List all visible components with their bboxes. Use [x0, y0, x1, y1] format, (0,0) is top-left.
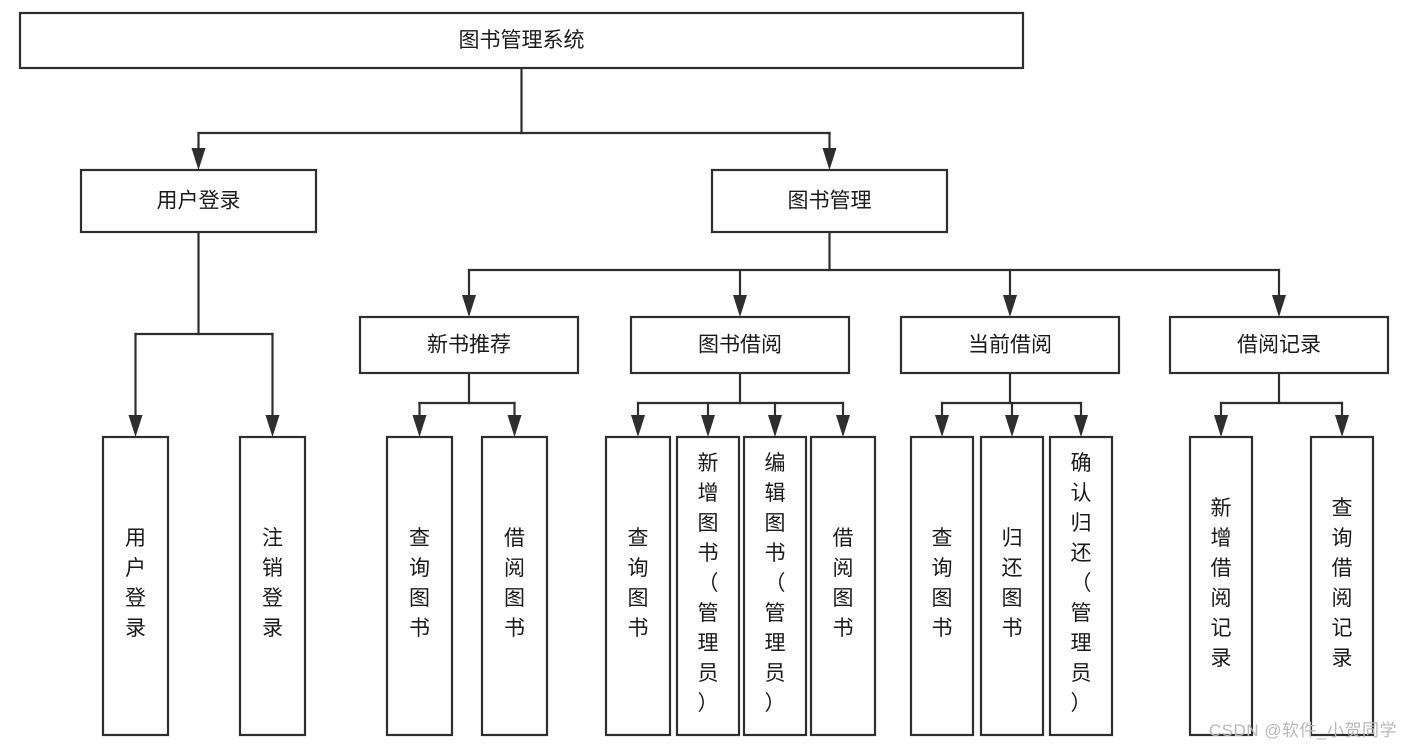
- arrow-head-icon: [1074, 415, 1088, 437]
- node-label: 确认归还（管理员）: [1071, 452, 1092, 715]
- node-label: 借阅记录: [1237, 334, 1321, 357]
- node-box: [18, 11, 1025, 70]
- node-n-user-login[interactable]: 用户登录: [79, 168, 318, 234]
- node-n-book-mgmt[interactable]: 图书管理: [710, 168, 949, 234]
- node-box: [79, 168, 318, 234]
- node-box: [238, 435, 307, 737]
- node-label: 新增图书（管理员）: [698, 452, 719, 715]
- arrow-head-icon: [768, 415, 782, 437]
- arrow-head-icon: [836, 415, 850, 437]
- node-l-query-book-1[interactable]: 查询图书: [385, 435, 454, 737]
- node-box: [604, 435, 672, 737]
- arrow-head-icon: [935, 415, 949, 437]
- arrow-head-icon: [1003, 295, 1017, 317]
- node-l-add-record[interactable]: 新增借阅记录: [1188, 435, 1254, 737]
- node-n-current-borrow[interactable]: 当前借阅: [899, 315, 1121, 375]
- node-l-query-book-2[interactable]: 查询图书: [604, 435, 672, 737]
- node-root[interactable]: 图书管理系统: [18, 11, 1025, 70]
- node-l-borrow-book-1[interactable]: 借阅图书: [480, 435, 549, 737]
- node-label: 当前借阅: [968, 334, 1052, 357]
- node-box: [629, 315, 851, 375]
- node-n-book-borrow[interactable]: 图书借阅: [629, 315, 851, 375]
- node-label: 查询图书: [409, 527, 430, 640]
- node-l-return-book[interactable]: 归还图书: [979, 435, 1045, 737]
- node-label: 新增借阅记录: [1211, 497, 1232, 670]
- node-label: 用户登录: [125, 527, 146, 640]
- arrow-head-icon: [1005, 415, 1019, 437]
- node-layer: 图书管理系统用户登录图书管理新书推荐图书借阅当前借阅借阅记录用户登录注销登录查询…: [18, 11, 1390, 737]
- node-l-query-record[interactable]: 查询借阅记录: [1309, 435, 1375, 737]
- node-box: [809, 435, 877, 737]
- node-label: 借阅图书: [504, 527, 525, 640]
- arrow-head-icon: [128, 415, 143, 437]
- node-label: 用户登录: [157, 190, 241, 213]
- node-label: 新书推荐: [427, 334, 511, 357]
- node-n-borrow-record[interactable]: 借阅记录: [1168, 315, 1390, 375]
- node-label: 图书借阅: [698, 334, 782, 357]
- arrow-head-icon: [412, 415, 427, 437]
- node-box: [675, 435, 741, 737]
- node-box: [1188, 435, 1254, 737]
- arrow-head-icon: [701, 415, 715, 437]
- node-box: [101, 435, 170, 737]
- node-box: [1309, 435, 1375, 737]
- node-box: [358, 315, 580, 375]
- node-box: [1168, 315, 1390, 375]
- node-box: [979, 435, 1045, 737]
- node-label: 图书管理系统: [459, 29, 585, 52]
- node-box: [710, 168, 949, 234]
- node-label: 图书管理: [788, 190, 872, 213]
- csdn-watermark: CSDN @软件_小贺同学: [1208, 721, 1397, 740]
- node-l-query-book-3[interactable]: 查询图书: [909, 435, 975, 737]
- node-box: [480, 435, 549, 737]
- arrow-head-icon: [191, 148, 206, 170]
- node-box: [742, 435, 808, 737]
- node-label: 查询图书: [628, 527, 649, 640]
- node-l-edit-book[interactable]: 编辑图书（管理员）: [742, 435, 808, 737]
- node-label: 注销登录: [262, 527, 283, 640]
- arrow-head-icon: [631, 415, 645, 437]
- arrow-head-icon: [507, 415, 522, 437]
- node-label: 查询图书: [932, 527, 953, 640]
- node-box: [1048, 435, 1114, 737]
- arrow-head-icon: [265, 415, 280, 437]
- arrow-head-icon: [733, 295, 747, 317]
- node-l-borrow-book-2[interactable]: 借阅图书: [809, 435, 877, 737]
- node-box: [385, 435, 454, 737]
- node-label: 归还图书: [1002, 527, 1023, 640]
- node-box: [899, 315, 1121, 375]
- node-n-new-book-rec[interactable]: 新书推荐: [358, 315, 580, 375]
- arrow-head-icon: [1272, 295, 1286, 317]
- arrow-head-icon: [462, 295, 476, 317]
- node-l-confirm-return[interactable]: 确认归还（管理员）: [1048, 435, 1114, 737]
- node-label: 查询借阅记录: [1332, 497, 1353, 670]
- node-l-user-logout[interactable]: 注销登录: [238, 435, 307, 737]
- node-l-user-login[interactable]: 用户登录: [101, 435, 170, 737]
- node-box: [909, 435, 975, 737]
- node-label: 编辑图书（管理员）: [765, 452, 786, 715]
- arrow-head-icon: [822, 148, 837, 170]
- node-l-add-book[interactable]: 新增图书（管理员）: [675, 435, 741, 737]
- node-label: 借阅图书: [833, 527, 854, 640]
- arrow-head-icon: [1335, 415, 1349, 437]
- arrow-head-icon: [1214, 415, 1228, 437]
- connector-layer: [128, 66, 1349, 437]
